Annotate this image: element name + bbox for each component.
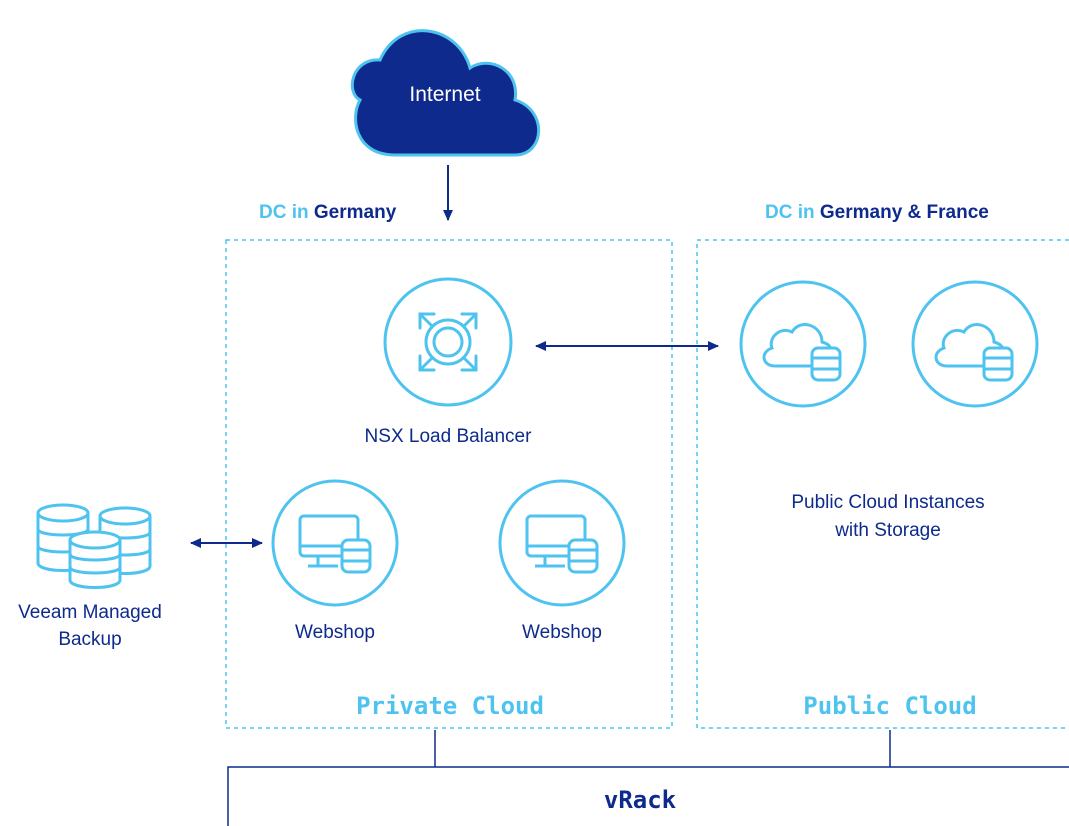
public-instances-label-line2: with Storage — [835, 520, 941, 541]
backup-label-line2: Backup — [58, 629, 122, 650]
public-cloud-instance-icon — [911, 280, 1039, 408]
public-dc-label: DC in Germany & France — [765, 202, 989, 224]
backup-database-icon — [36, 503, 152, 589]
vrack-bus — [227, 730, 1069, 826]
webshop-server-icon — [498, 479, 626, 607]
private-cloud-boundary — [225, 239, 673, 729]
backup-label-line1: Veeam Managed — [18, 602, 162, 623]
webshop-label-2: Webshop — [522, 622, 602, 643]
private-dc-prefix: DC in — [259, 202, 309, 223]
private-cloud-title: Private Cloud — [356, 692, 544, 720]
public-cloud-title: Public Cloud — [803, 692, 977, 720]
load-balancer-label: NSX Load Balancer — [364, 426, 532, 447]
public-cloud-boundary — [696, 239, 1069, 729]
webshop-server-icon — [271, 479, 399, 607]
internet-label: Internet — [409, 83, 481, 106]
webshop-label-1: Webshop — [295, 622, 375, 643]
private-dc-location: Germany — [313, 202, 397, 223]
load-balancer-icon — [383, 277, 513, 407]
vrack-label: vRack — [603, 786, 677, 814]
public-dc-prefix: DC in — [765, 202, 815, 223]
public-cloud-instance-icon — [739, 280, 867, 408]
public-instances-label-line1: Public Cloud Instances — [791, 492, 985, 513]
private-dc-label: DC in Germany — [259, 202, 396, 224]
public-dc-location: Germany & France — [819, 202, 989, 223]
internet-cloud-icon — [350, 29, 541, 157]
